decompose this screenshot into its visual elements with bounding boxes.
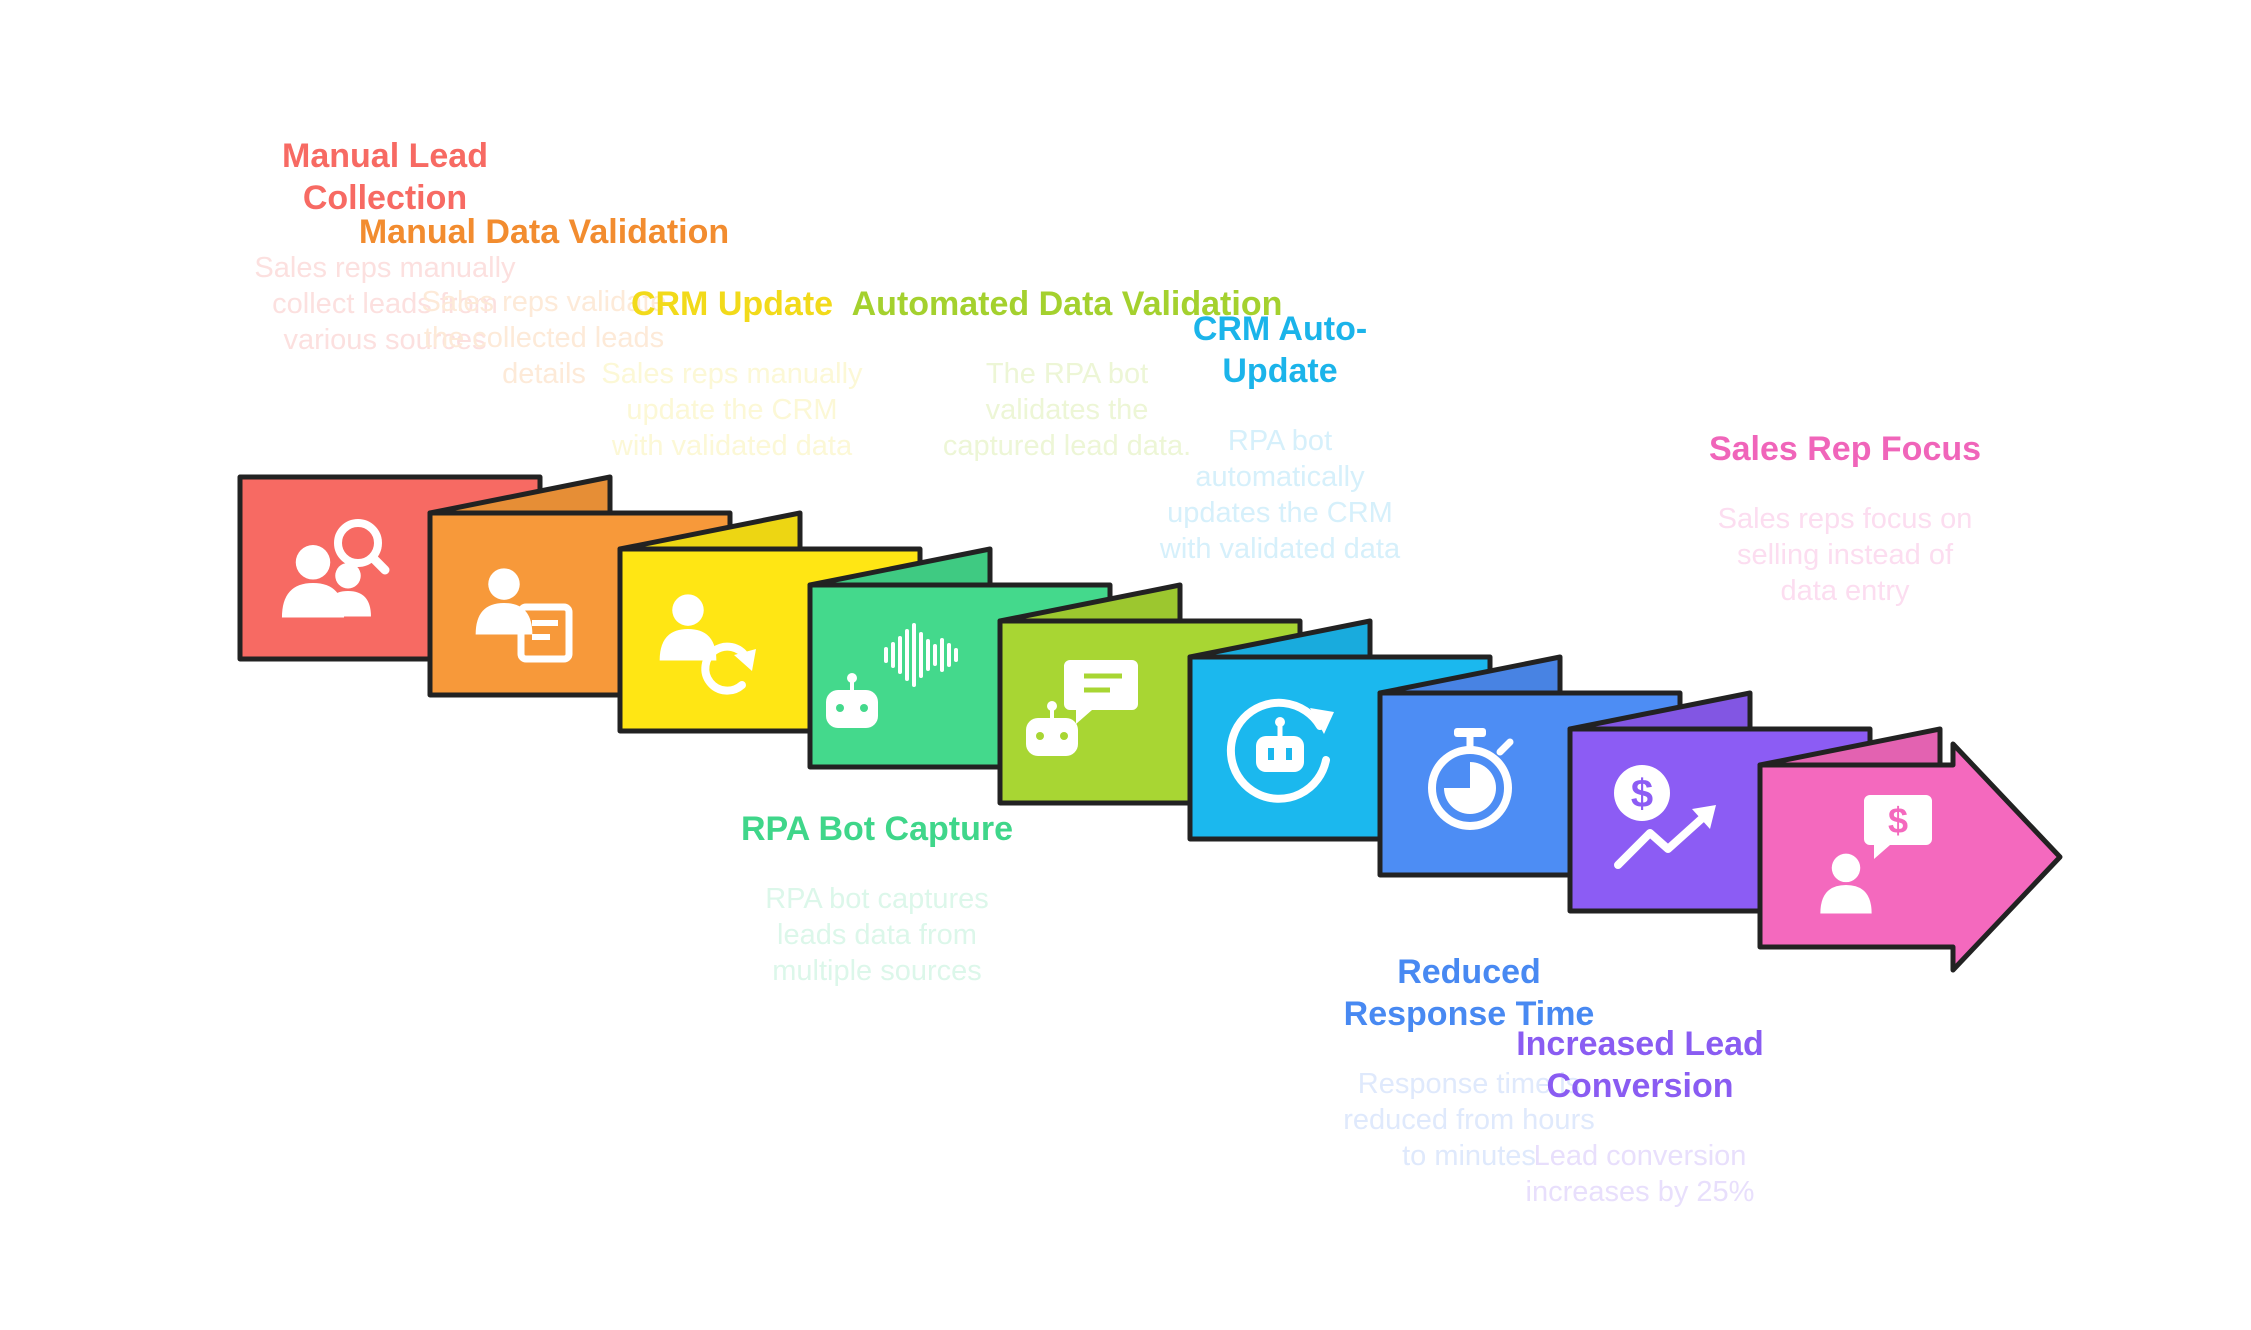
svg-text:$: $ [1631,772,1653,816]
user-dollar-chat-icon: $ [1820,795,1932,914]
step-title: CRM Auto- [1193,310,1367,348]
step-description: reduced from hours [1343,1104,1594,1136]
step-description: captured lead data. [943,430,1191,462]
step-description: with validated data [611,430,853,462]
step-title: Update [1222,352,1337,390]
step-description: Response time is [1358,1068,1580,1100]
stopwatch-icon [1428,728,1514,830]
step-description: Sales reps manually [254,252,516,284]
step-description: to minutes [1402,1140,1536,1172]
dollar-growth-icon: $ [1614,765,1716,869]
step-description: updates the CRM [1167,497,1393,529]
step-title: Reduced [1397,953,1541,991]
user-search-icon [281,519,390,618]
step-title: CRM Update [631,285,833,323]
step-title: Increased Lead [1516,1025,1764,1063]
panel-fold-rpa-bot-capture [807,546,993,588]
panel-fold-sales-rep-focus [1757,726,1943,768]
step-description: validates the [986,394,1149,426]
step-title: Response Time [1344,995,1595,1033]
step-description: the collected leads [424,322,664,354]
step-title: Sales Rep Focus [1709,430,1981,468]
step-title: Manual Data Validation [359,213,729,251]
panel-fold-crm-auto-update [1187,618,1373,660]
step-description: Sales reps validate [421,286,666,318]
user-form-icon [475,568,573,663]
panel-fold-increased-lead-conversion [1567,690,1753,732]
bot-audio-icon [826,623,958,728]
step-description: data entry [1781,575,1910,607]
step-description: The RPA bot [986,358,1148,390]
user-refresh-icon [659,594,756,695]
step-description: multiple sources [772,955,982,987]
step-title: RPA Bot Capture [741,810,1013,848]
icons: $$ [281,519,1932,914]
panel-fold-reduced-response-time [1377,654,1563,696]
step-description: Lead conversion [1534,1140,1747,1172]
step-title: Conversion [1546,1067,1733,1105]
svg-text:$: $ [1888,800,1908,841]
panel-fold-crm-update [617,510,803,552]
step-panel-sales-rep-focus [1757,726,2063,973]
panel-fold-automated-data-validation [997,582,1183,624]
step-description: various sources [283,324,486,356]
step-description: automatically [1195,461,1365,493]
step-description: update the CRM [626,394,837,426]
step-description: with validated data [1159,533,1401,565]
step-description: selling instead of [1737,539,1954,571]
panel-face-sales-rep-focus [1757,741,2063,973]
step-title: Automated Data Validation [852,285,1283,323]
step-description: Sales reps manually [601,358,863,390]
step-description: details [502,358,586,390]
step-description: RPA bot captures [765,883,989,915]
bot-cycle-icon [1226,698,1334,803]
bot-chat-icon [1026,660,1138,756]
step-description: Sales reps focus on [1718,503,1973,535]
step-description: increases by 25% [1526,1176,1755,1208]
step-title: Manual Lead [282,137,488,175]
step-title: Collection [303,179,467,217]
step-description: RPA bot [1228,425,1332,457]
panel-fold-manual-data-validation [427,474,613,516]
step-description: leads data from [777,919,977,951]
step-description: collect leads from [272,288,498,320]
